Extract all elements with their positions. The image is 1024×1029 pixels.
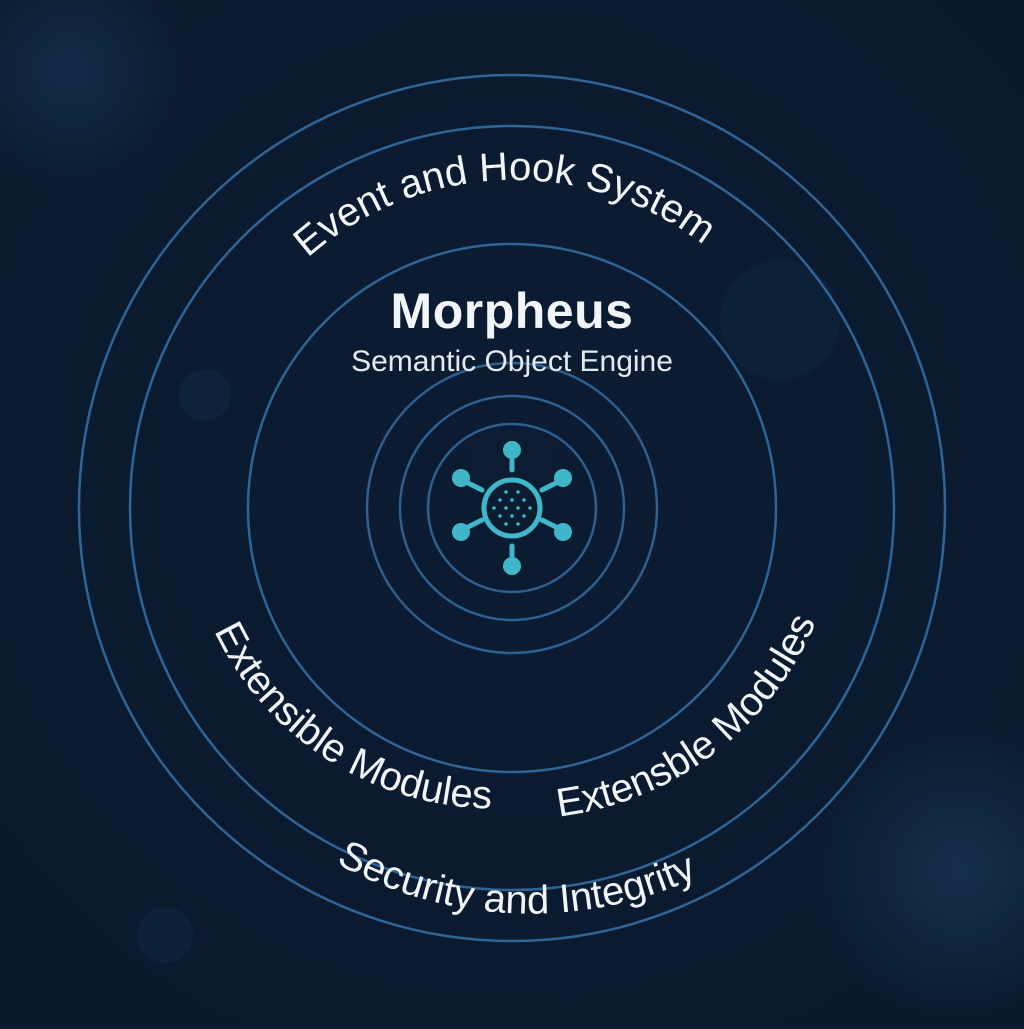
background-glow <box>137 907 193 963</box>
network-hub-icon <box>452 441 572 575</box>
background-glow <box>810 720 1024 1020</box>
background-glow <box>179 369 231 421</box>
third-ring <box>246 242 778 774</box>
second-ring <box>128 124 896 892</box>
background-glow <box>0 0 190 190</box>
outer-ring <box>77 73 947 943</box>
diagram-title: Morpheus <box>390 283 634 339</box>
inner-ring <box>398 394 626 622</box>
background-glow <box>720 260 840 380</box>
core-ring <box>426 422 598 594</box>
inner-ring <box>365 361 659 655</box>
diagram-subtitle: Semantic Object Engine <box>351 345 673 378</box>
